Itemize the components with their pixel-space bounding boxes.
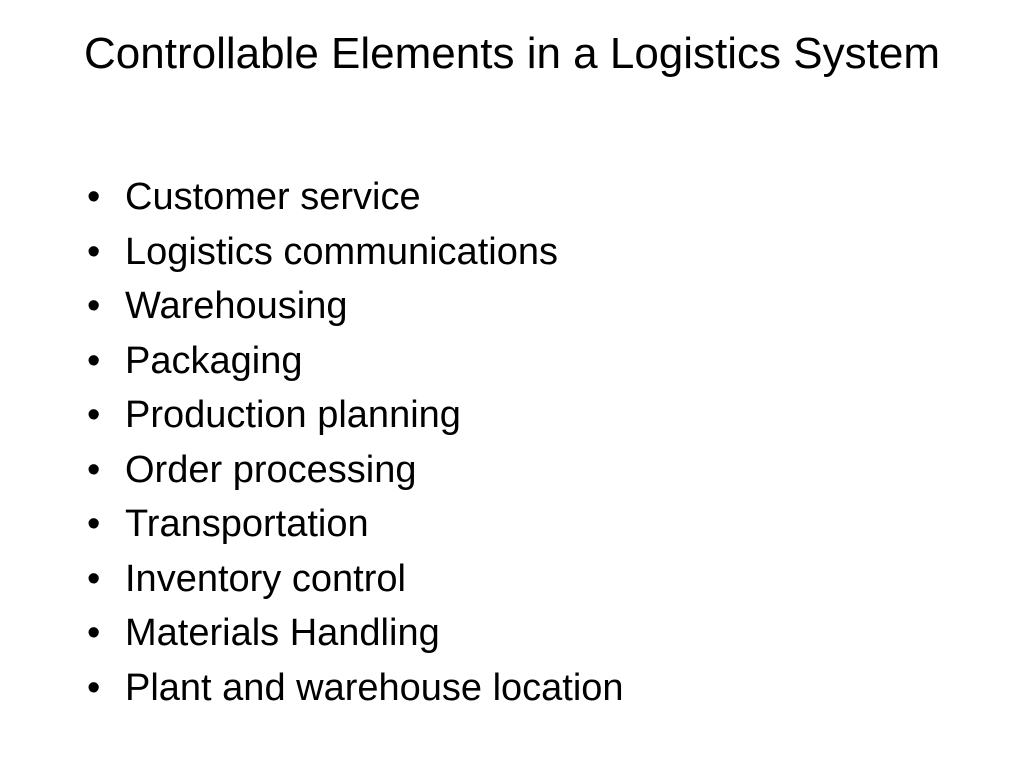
bullet-icon: • [87, 339, 101, 382]
list-item: • Customer service [84, 170, 624, 225]
list-item-label: Logistics communications [125, 230, 558, 273]
list-item-label: Customer service [125, 176, 421, 218]
list-item: • Inventory control [84, 552, 624, 607]
list-item-label: Warehousing [125, 285, 348, 327]
bullet-icon: • [87, 230, 101, 273]
bullet-icon: • [87, 176, 101, 218]
list-item-label: Materials Handling [125, 612, 440, 654]
list-item-label: Inventory control [125, 557, 406, 600]
list-item: • Production planning [84, 388, 624, 443]
bullet-icon: • [87, 285, 101, 327]
list-item-label: Production planning [125, 394, 461, 436]
bullet-icon: • [87, 503, 101, 545]
list-item-label: Order processing [125, 448, 417, 491]
bullet-icon: • [87, 557, 101, 600]
bullet-icon: • [87, 666, 101, 709]
bullet-icon: • [87, 394, 101, 436]
list-item: • Materials Handling [84, 606, 624, 661]
list-item: • Warehousing [84, 279, 624, 334]
bullet-list: • Customer service • Logistics communica… [84, 170, 624, 715]
list-item-label: Packaging [125, 339, 303, 382]
list-item: • Order processing [84, 443, 624, 498]
slide-title: Controllable Elements in a Logistics Sys… [84, 29, 940, 78]
list-item-label: Plant and warehouse location [125, 666, 624, 709]
bullet-icon: • [87, 612, 101, 654]
list-item: • Packaging [84, 334, 624, 389]
list-item: • Plant and warehouse location [84, 661, 624, 716]
bullet-icon: • [87, 448, 101, 491]
list-item: • Transportation [84, 497, 624, 552]
list-item: • Logistics communications [84, 225, 624, 280]
list-item-label: Transportation [125, 503, 369, 545]
